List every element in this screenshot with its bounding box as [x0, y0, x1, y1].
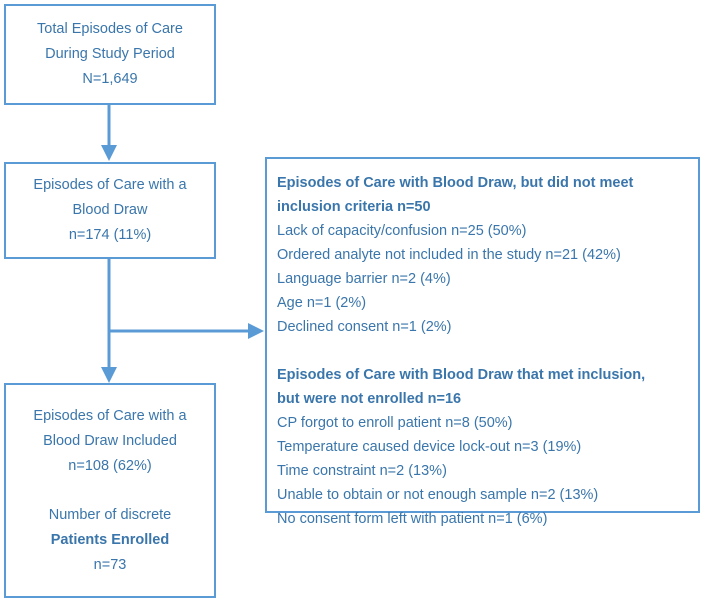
node-blood-draw: Episodes of Care with a Blood Draw n=174… — [4, 162, 216, 259]
group-a-heading-line-2: inclusion criteria n=50 — [277, 199, 431, 215]
arrow-total-to-blooddraw — [101, 105, 117, 161]
total-line-1-bold: Episodes of Care — [71, 21, 183, 37]
arrow-blooddraw-to-included — [101, 259, 117, 383]
group-b-item: No consent form left with patient n=1 (6… — [277, 511, 548, 527]
group-b-item: Temperature caused device lock-out n=3 (… — [277, 439, 582, 455]
group-b-item: Time constraint n=2 (13%) — [277, 463, 447, 479]
included-line-3: n=108 (62%) — [68, 457, 152, 474]
total-line-2: During Study Period — [45, 46, 175, 62]
group-b-heading-line-1: Episodes of Care with Blood Draw that me… — [277, 367, 646, 383]
group-b-heading-line-2: but were not enrolled n=16 — [277, 391, 462, 407]
blooddraw-line-1-bold: Episodes of Care — [33, 177, 145, 193]
total-line-1: Total Episodes of Care — [37, 17, 183, 42]
group-a-item: Age n=1 (2%) — [277, 295, 367, 311]
excluded-group-b: Episodes of Care with Blood Draw that me… — [277, 363, 698, 531]
group-a-item: Lack of capacity/confusion n=25 (50%) — [277, 223, 527, 239]
group-a-item: Declined consent n=1 (2%) — [277, 319, 452, 335]
group-b-item: Unable to obtain or not enough sample n=… — [277, 487, 599, 503]
group-a-item: Ordered analyte not included in the stud… — [277, 247, 621, 263]
excluded-group-a: Episodes of Care with Blood Draw, but di… — [277, 171, 698, 339]
included-line-1-bold: Episodes of Care — [33, 407, 145, 424]
excluded-group-spacer — [277, 339, 698, 363]
group-b-item: CP forgot to enroll patient n=8 (50%) — [277, 415, 513, 431]
total-line-3: N=1,649 — [82, 71, 138, 87]
node-total-episodes: Total Episodes of Care During Study Peri… — [4, 4, 216, 105]
included-line-6: n=73 — [93, 556, 127, 573]
included-line-5: Patients Enrolled — [50, 531, 170, 548]
blooddraw-line-3: n=174 (11%) — [68, 227, 152, 243]
included-line-4: Number of discrete — [48, 506, 172, 523]
blooddraw-line-2: Blood Draw — [72, 202, 148, 218]
included-line-2: Blood Draw Included — [43, 432, 177, 449]
group-a-item: Language barrier n=2 (4%) — [277, 271, 451, 287]
blooddraw-line-1: Episodes of Care with a — [33, 173, 186, 198]
arrow-blooddraw-to-excluded — [109, 323, 264, 339]
total-line-1-plain: Total — [37, 21, 72, 37]
group-a-heading-line-1: Episodes of Care with Blood Draw, but di… — [277, 175, 634, 191]
node-included: Episodes of Care with a Blood Draw Inclu… — [4, 383, 216, 598]
blooddraw-line-1-plain: with a — [144, 177, 187, 193]
included-line-1: Episodes of Care with a — [33, 404, 186, 429]
node-excluded-reasons: Episodes of Care with Blood Draw, but di… — [265, 157, 700, 527]
included-line-1-plain: with a — [144, 407, 187, 424]
